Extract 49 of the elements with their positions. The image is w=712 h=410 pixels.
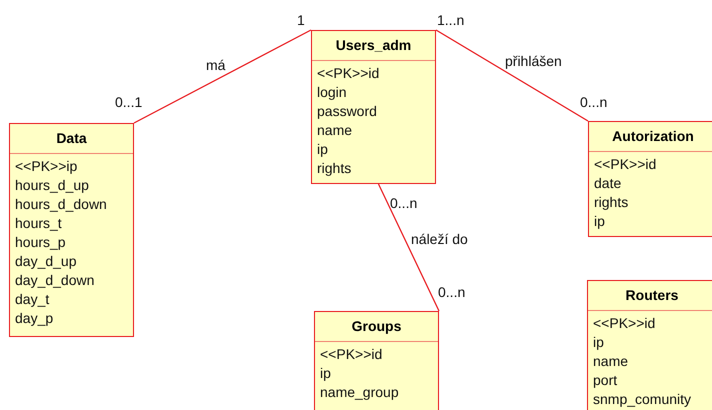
entity-box: [588, 121, 712, 237]
multiplicity-label: 1: [297, 12, 305, 28]
entity-box: [314, 311, 439, 410]
multiplicity-label: 0...n: [580, 94, 608, 110]
entity-name: Users_adm: [336, 36, 412, 55]
attribute-name: <<PK>>ip: [15, 157, 78, 176]
attribute-name: snmp_comunity: [593, 390, 692, 409]
attribute-name: name: [593, 352, 628, 371]
entity-box: [9, 123, 134, 337]
attribute-name: port: [593, 371, 618, 390]
attribute-name: hours_t: [15, 214, 62, 233]
multiplicity-label: 0...1: [115, 94, 142, 110]
attribute-name: rights: [594, 193, 628, 212]
edge-label: přihlášen: [504, 53, 563, 69]
attribute-name: login: [317, 83, 347, 102]
relationship-line: [436, 29, 588, 122]
multiplicity-label: 0...n: [438, 284, 466, 300]
attribute-name: ip: [593, 333, 604, 352]
attribute-name: day_d_up: [15, 252, 77, 271]
attribute-name: hours_d_up: [15, 176, 89, 195]
attribute-name: name_group: [320, 383, 399, 402]
attribute-name: ip: [320, 364, 331, 383]
entity-name: Autorization: [612, 127, 694, 146]
attribute-name: date: [594, 174, 622, 193]
attribute-name: day_p: [15, 309, 54, 328]
attribute-name: ip: [594, 212, 605, 231]
attribute-name: <<PK>>id: [317, 64, 380, 83]
attribute-name: name: [317, 121, 352, 140]
attribute-name: <<PK>>id: [594, 155, 656, 174]
relationship-line: [134, 29, 312, 124]
relationship-line: [378, 184, 440, 312]
attribute-name: password: [317, 102, 377, 121]
entity-name: Groups: [352, 317, 402, 336]
edge-label: náleží do: [410, 231, 469, 247]
multiplicity-label: 1...n: [437, 12, 464, 28]
attribute-name: ip: [317, 140, 328, 159]
entity-name: Data: [56, 129, 87, 148]
attribute-name: day_d_down: [15, 271, 94, 290]
attribute-name: day_t: [15, 290, 50, 309]
entity-box: [311, 30, 436, 184]
attribute-name: hours_d_down: [15, 195, 107, 214]
attribute-name: <<PK>>id: [320, 345, 382, 364]
attribute-name: <<PK>>id: [593, 314, 656, 333]
attribute-name: hours_p: [15, 233, 66, 252]
multiplicity-label: 0...n: [390, 195, 418, 211]
entity-box: [587, 280, 712, 410]
attribute-name: rights: [317, 159, 352, 178]
edge-label: má: [205, 57, 226, 73]
entity-name: Routers: [626, 286, 678, 305]
